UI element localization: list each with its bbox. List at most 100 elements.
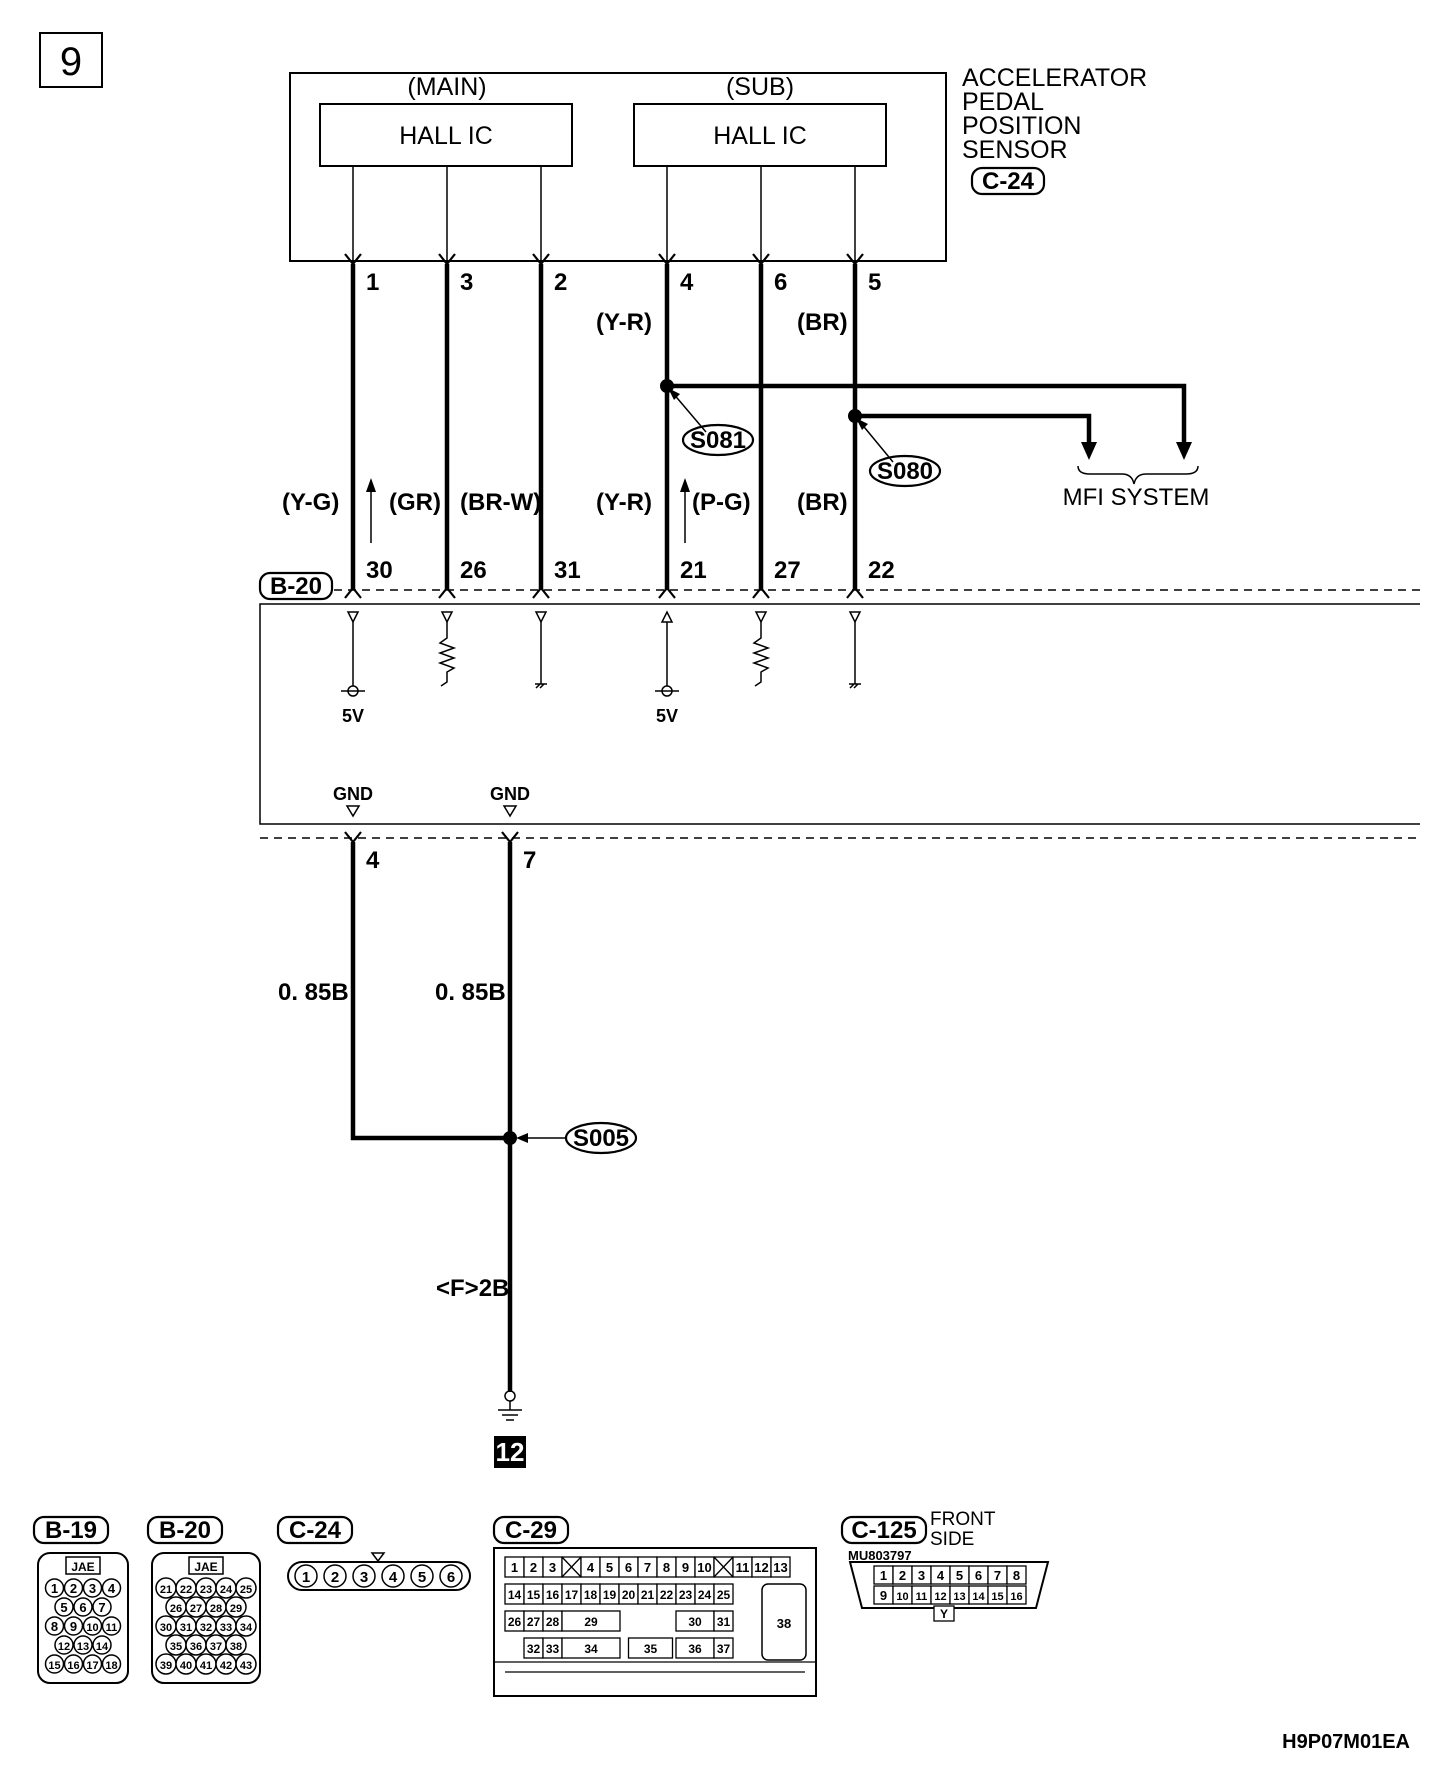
ecu-pin-30: 30 (366, 557, 393, 584)
b19-pin-8: 8 (51, 1619, 58, 1634)
ecu-gnd-label-2: GND (490, 784, 530, 804)
b20-pin-37: 37 (210, 1641, 222, 1653)
c24-pin-3-ring (352, 1564, 376, 1588)
sensor-name: ACCELERATOR PEDAL POSITION SENSOR (962, 64, 1147, 164)
c29-cell-32: 32 (527, 1642, 541, 1656)
c29-cell-20: 20 (622, 1588, 636, 1602)
c29-cell-13-box (770, 1556, 791, 1578)
c125-pin-15: 15 (991, 1591, 1003, 1603)
b19-pin-10: 10 (86, 1622, 98, 1634)
sensor-name-line-2: PEDAL (962, 88, 1044, 116)
c125-pin-14: 14 (972, 1591, 985, 1603)
b19-pin-11-ring (101, 1616, 122, 1636)
c29-cell-3: 3 (549, 1560, 556, 1575)
ground-wires (350, 842, 517, 1392)
b20-maker-tab (188, 1556, 224, 1575)
c125-pin-8-box (1006, 1565, 1027, 1585)
ecu-pin-31: 31 (554, 557, 581, 584)
sensor-name-line-1: ACCELERATOR (962, 64, 1147, 92)
b20-maker: JAE (194, 1560, 217, 1574)
c29-cell-22: 22 (660, 1588, 674, 1602)
wire-color-gr: (GR) (389, 489, 441, 516)
sensor-pin-5: 5 (868, 269, 881, 296)
connector-b19-label: B-19 (45, 1517, 97, 1544)
c125-pin-7: 7 (994, 1568, 1001, 1583)
c29-cell-34-box (561, 1637, 621, 1659)
b20-pin-33: 33 (220, 1622, 232, 1634)
c29-cell-7: 7 (644, 1560, 651, 1575)
ecu-pins: 30 26 31 21 27 22 (366, 557, 895, 584)
hall-ic-sub (633, 103, 887, 167)
sensor-name-line-4: SENSOR (962, 136, 1068, 164)
b19-pin-15: 15 (48, 1660, 60, 1672)
c125-pin-1: 1 (880, 1568, 887, 1583)
splice-callout-s080 (868, 454, 942, 488)
c24-pin-2-ring (323, 1564, 347, 1588)
c29-blank-cross (561, 1556, 582, 1578)
b20-pin-38: 38 (230, 1641, 242, 1653)
c29-cell-36: 36 (688, 1642, 702, 1656)
c125-pin-16: 16 (1010, 1591, 1022, 1603)
b20-pin-24: 24 (220, 1584, 233, 1596)
c24-pin-1-ring (294, 1564, 318, 1588)
splice-callout-s081 (681, 423, 755, 457)
ground-symbol (498, 1390, 522, 1421)
c29-cell-38: 38 (777, 1616, 791, 1631)
ecu-pin-22: 22 (868, 557, 895, 584)
b19-pin-18: 18 (105, 1660, 117, 1672)
b19-pin-13: 13 (77, 1641, 89, 1653)
b19-pin-17: 17 (86, 1660, 98, 1672)
connector-c125-label-group: C-125 FRONT SIDE MU803797 (840, 1509, 996, 1563)
c29-cell-27: 27 (527, 1615, 541, 1629)
splice-callout-s005 (564, 1121, 638, 1155)
ecu-gnd-pin-4: 4 (366, 847, 380, 874)
ecu-ground-pin-marks (344, 831, 519, 844)
b20-pin-43-ring (235, 1653, 257, 1675)
c29-cell-34: 34 (584, 1642, 598, 1656)
b19-pin-12: 12 (58, 1641, 70, 1653)
hall-ic-main (319, 103, 573, 167)
b19-pin-11: 11 (106, 1622, 118, 1634)
connector-c125-label: C-125 (851, 1517, 916, 1544)
c29-cell-4: 4 (587, 1560, 595, 1575)
ecu-pin-21: 21 (680, 557, 707, 584)
b19-pin-6-ring (73, 1597, 93, 1617)
b19-pin-18-ring (101, 1654, 122, 1674)
c29-cell-37: 37 (717, 1642, 731, 1656)
b19-pin-9: 9 (70, 1619, 77, 1634)
c29-cell-11: 11 (736, 1560, 750, 1575)
b19-maker-tab (65, 1556, 101, 1575)
b19-pin-4-ring (101, 1578, 122, 1598)
b20-pin-26: 26 (170, 1603, 182, 1615)
hall-ic-sub-label: HALL IC (713, 122, 807, 150)
b19-pin-13-ring (73, 1635, 93, 1655)
splice-s005-label: S005 (573, 1125, 629, 1152)
c29-cell-5: 5 (606, 1560, 613, 1575)
ground-wire-main: <F>2B (436, 1275, 509, 1302)
c29-cell-31-box (713, 1610, 734, 1632)
b19-pin-14: 14 (96, 1641, 109, 1653)
ground-wire-size-1: 0. 85B (278, 979, 349, 1006)
connector-b19-badge (32, 1515, 110, 1545)
sensor-connector-label: C-24 (982, 168, 1035, 195)
b20-pin-39: 39 (160, 1660, 172, 1672)
b20-pin-31: 31 (180, 1622, 192, 1634)
c125-pin-12: 12 (934, 1591, 946, 1603)
ecu-pin-27: 27 (774, 557, 801, 584)
sensor-pin-2: 2 (554, 269, 567, 296)
connector-c29-badge (492, 1515, 570, 1545)
ground-number: 12 (496, 1437, 525, 1467)
c29-cell-29: 29 (584, 1615, 598, 1629)
b19-pin-10-ring (82, 1616, 103, 1636)
ground-wire-size-2: 0. 85B (435, 979, 506, 1006)
b19-pin-12-ring (54, 1635, 74, 1655)
c29-cell-12: 12 (754, 1560, 768, 1575)
b20-pin-30: 30 (160, 1622, 172, 1634)
connector-b20-label: B-20 (159, 1517, 211, 1544)
b19-pin-3-ring (82, 1578, 103, 1598)
c125-key: Y (940, 1607, 948, 1621)
c24-pin-6: 6 (447, 1569, 455, 1586)
b19-pin-6: 6 (79, 1600, 86, 1615)
